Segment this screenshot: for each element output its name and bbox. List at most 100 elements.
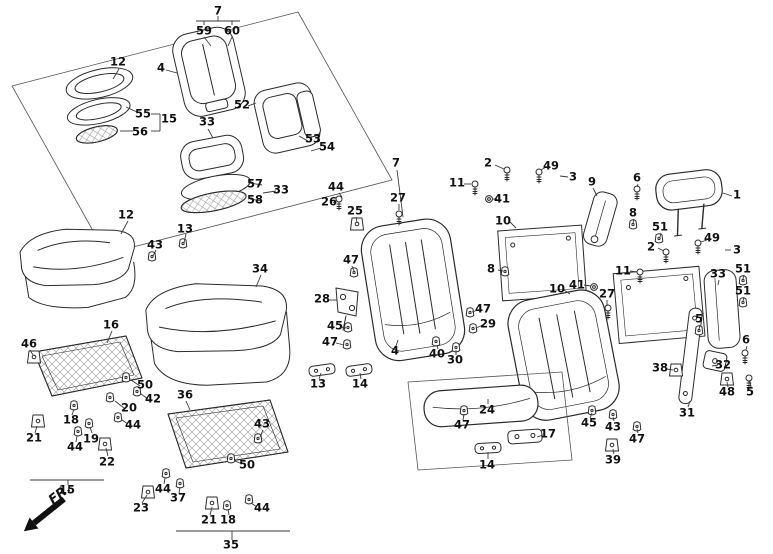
leader-line — [152, 249, 157, 257]
leader-line — [436, 344, 439, 350]
leader-line — [559, 175, 569, 178]
hinge-28 — [335, 287, 359, 331]
leader-line — [700, 239, 708, 243]
leader-line — [114, 400, 125, 409]
callout-33: 33 — [272, 182, 290, 197]
callout-56: 56 — [131, 124, 149, 139]
callout-55: 55 — [134, 106, 152, 121]
callout-14: 14 — [351, 376, 369, 391]
callout-16: 16 — [102, 317, 120, 332]
callout-44: 44 — [154, 481, 172, 496]
leader-line — [742, 296, 745, 302]
callout-9: 9 — [587, 174, 597, 189]
callout-1: 1 — [732, 187, 742, 202]
callout-38: 38 — [651, 360, 669, 375]
callout-47: 47 — [628, 431, 646, 446]
leader-line — [726, 381, 729, 388]
callout-51: 51 — [734, 261, 752, 276]
leader-line — [298, 135, 309, 142]
leader-line — [207, 128, 214, 139]
callout-51: 51 — [734, 283, 752, 298]
back-panel-10b — [612, 265, 706, 345]
leader-line — [259, 429, 264, 438]
leader-line — [249, 182, 263, 186]
callout-5: 5 — [694, 311, 704, 326]
side-trim-33 — [703, 269, 741, 349]
callout-33: 33 — [709, 266, 727, 281]
leader-line — [130, 379, 141, 387]
rear-cushion-34 — [145, 283, 291, 386]
leader-line — [125, 106, 138, 113]
leader-line — [657, 247, 665, 252]
armrest-group-border — [407, 371, 573, 471]
callout-21: 21 — [200, 512, 218, 527]
leader-line — [711, 364, 719, 367]
leader-line — [140, 393, 149, 400]
leader-line — [310, 147, 322, 152]
callout-6: 6 — [632, 170, 642, 185]
callout-21: 21 — [25, 430, 43, 445]
callout-47: 47 — [474, 301, 492, 316]
callout-35: 35 — [222, 537, 240, 552]
callout-43: 43 — [604, 419, 622, 434]
callout-5: 5 — [745, 384, 755, 399]
seatback-52 — [253, 82, 321, 154]
callout-44: 44 — [327, 179, 345, 194]
leader-line — [105, 447, 109, 457]
leader-line — [592, 187, 598, 197]
leader-line — [497, 269, 504, 272]
callout-7: 7 — [213, 3, 223, 18]
callout-49: 49 — [542, 158, 560, 173]
leader-line — [34, 425, 38, 434]
callout-8: 8 — [486, 261, 496, 276]
leader-line — [209, 506, 213, 516]
leader-line — [89, 426, 93, 434]
callout-49: 49 — [703, 230, 721, 245]
callout-48: 48 — [718, 384, 736, 399]
leader-line — [163, 477, 166, 485]
leader-line — [121, 419, 129, 425]
callout-36: 36 — [176, 387, 194, 402]
leader-line — [563, 289, 571, 295]
rear-cushion-12 — [19, 228, 136, 309]
leader-line — [250, 502, 258, 508]
callout-50: 50 — [238, 457, 256, 472]
leader-line — [340, 326, 347, 329]
fr-direction-arrow — [23, 496, 66, 532]
callout-7: 7 — [391, 155, 401, 170]
callout-51: 51 — [651, 219, 669, 234]
front-cushion-pads — [65, 67, 134, 144]
callout-47: 47 — [342, 252, 360, 267]
armrest-24 — [423, 384, 539, 428]
cushion-frame-36 — [167, 399, 289, 469]
callout-2: 2 — [483, 155, 493, 170]
leader-line — [178, 486, 181, 494]
callout-29: 29 — [479, 316, 497, 331]
callout-45: 45 — [580, 415, 598, 430]
callout-58: 58 — [246, 192, 264, 207]
leader-line — [29, 349, 34, 356]
callout-24: 24 — [478, 402, 496, 417]
callout-3: 3 — [568, 169, 578, 184]
callout-33: 33 — [198, 114, 216, 129]
callout-20: 20 — [120, 400, 138, 415]
callout-17: 17 — [539, 426, 557, 441]
leader-line — [589, 412, 593, 419]
rear-seatback-center — [507, 289, 620, 421]
callout-12: 12 — [109, 54, 127, 69]
leader-line — [666, 368, 674, 371]
callout-31: 31 — [678, 405, 696, 420]
callout-46: 46 — [20, 336, 38, 351]
callout-4: 4 — [390, 343, 400, 358]
leader-line — [395, 339, 399, 347]
headrest-1 — [655, 169, 723, 237]
callout-59: 59 — [195, 23, 213, 38]
callout-4: 4 — [156, 60, 166, 75]
leader-line — [742, 274, 745, 280]
callout-23: 23 — [132, 500, 150, 515]
callout-57: 57 — [246, 176, 264, 191]
callout-30: 30 — [446, 352, 464, 367]
leader-line — [71, 408, 75, 416]
rear-seatback-4 — [360, 218, 466, 362]
